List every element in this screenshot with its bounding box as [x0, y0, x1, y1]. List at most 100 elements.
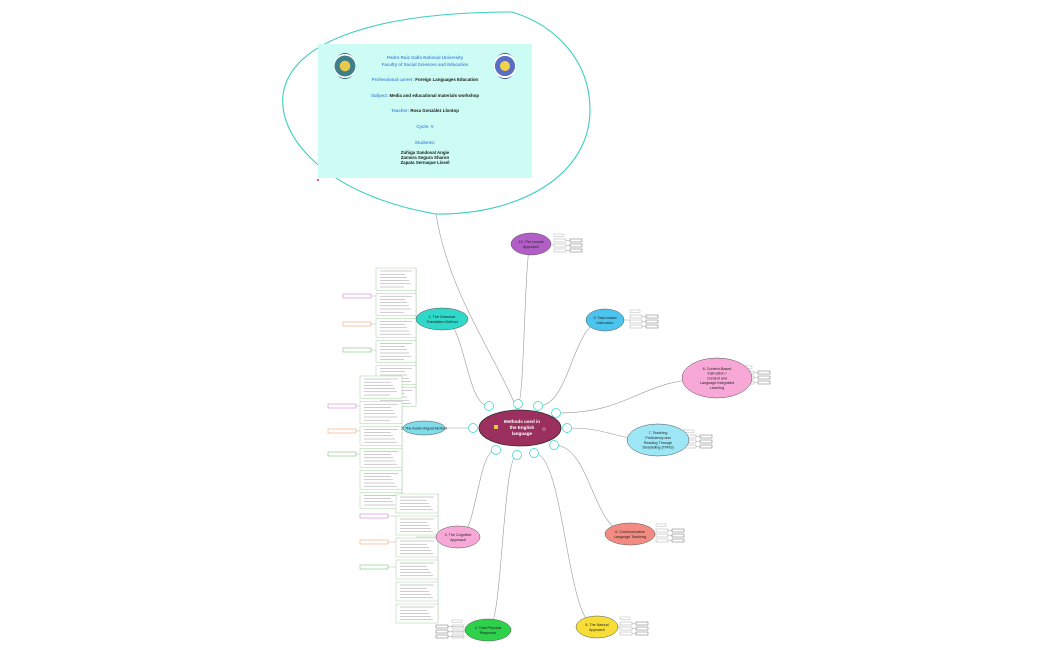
cycle-label: Cycle: — [416, 124, 430, 129]
branch-node-label: 2. The Audio-lingual Method — [401, 426, 447, 430]
mini-details-b4-subitem — [435, 629, 449, 634]
detail-box-2-5[interactable] — [359, 470, 403, 490]
branch-node-label: Approach — [450, 538, 466, 542]
university-logo-left — [334, 53, 356, 79]
mini-details-b10-item — [553, 238, 567, 243]
mini-details-b6-subitem — [671, 533, 685, 538]
mini-details-b9-item — [629, 314, 643, 319]
central-topic-label: the English — [510, 425, 535, 430]
mini-details-b5-subitem — [635, 621, 649, 626]
connector-handle-b4[interactable] — [512, 450, 522, 460]
mini-details-b5-subitem — [635, 626, 649, 631]
branch-node-shape — [415, 307, 469, 331]
detail-box-1-2-frame — [375, 293, 417, 316]
branch-node-shape — [681, 357, 753, 399]
mini-details-b6-item — [655, 533, 669, 538]
mini-details-b5-item — [619, 626, 633, 631]
category-tag-1-3[interactable] — [342, 347, 372, 353]
branch-node-shape — [585, 308, 625, 332]
connector-handle-b6[interactable] — [549, 440, 559, 450]
connector-handle-b2[interactable] — [468, 423, 478, 433]
branch-node-label: 1. The Grammar — [429, 315, 457, 319]
detail-box-3-3[interactable] — [395, 537, 439, 558]
mini-details-b4-subitem — [435, 634, 449, 639]
connector-handle-b8[interactable] — [551, 408, 561, 418]
mini-details-b6-item — [655, 528, 669, 533]
connector-handle-b10[interactable] — [513, 399, 523, 409]
branch-node-2[interactable]: 2. The Audio-lingual Method — [401, 420, 447, 436]
detail-box-2-6-frame — [359, 492, 403, 509]
central-topic-shape — [478, 409, 562, 447]
category-tag-2-2[interactable] — [327, 428, 357, 434]
branch-node-label: Language Integrated — [700, 381, 734, 385]
mini-details-b9-subitem — [645, 319, 659, 324]
subject-line: Subject: Media and educational materials… — [318, 93, 532, 98]
mini-details-b4[interactable] — [435, 619, 465, 639]
category-tag-3-1[interactable] — [359, 513, 389, 519]
detail-box-1-2[interactable] — [375, 293, 417, 316]
category-tag-2-1[interactable] — [327, 403, 357, 409]
connector-handle-b7[interactable] — [562, 423, 572, 433]
title-card[interactable]: Pedro Ruiz Gallo National University Fac… — [318, 44, 532, 178]
category-tag-1-2[interactable] — [342, 321, 372, 327]
detail-box-2-6[interactable] — [359, 492, 403, 509]
detail-box-2-3[interactable] — [359, 426, 403, 446]
connector-b4 — [487, 454, 518, 631]
mini-details-b6-subitem — [671, 538, 685, 543]
branch-node-label: Reading Through — [644, 441, 672, 445]
mini-details-b10[interactable] — [553, 233, 583, 253]
teacher-line: Teacher: Rosa González Llontop — [318, 108, 532, 113]
category-tag-2-3[interactable] — [327, 451, 357, 457]
branch-node-label: 7. Teaching — [649, 431, 668, 435]
detail-box-1-1-frame — [375, 267, 417, 291]
category-tag-3-3[interactable] — [359, 564, 389, 570]
mini-details-b5[interactable] — [619, 616, 649, 636]
mini-details-b9-item — [629, 324, 643, 329]
mini-details-b6[interactable] — [655, 523, 685, 543]
connector-handle-b1[interactable] — [484, 401, 494, 411]
career-value: Foreign Languages Education — [415, 77, 479, 82]
mini-details-b6-subitem — [671, 528, 685, 533]
connector-handle-b9[interactable] — [533, 401, 543, 411]
detail-box-3-6[interactable] — [395, 603, 439, 624]
teacher-value: Rosa González Llontop — [410, 108, 459, 113]
detail-box-1-4[interactable] — [375, 340, 417, 363]
connector-handle-b3[interactable] — [491, 445, 501, 455]
mini-details-b10-item — [553, 248, 567, 253]
category-tag-3-2[interactable] — [359, 539, 389, 545]
connector-handle-b5[interactable] — [529, 448, 539, 458]
mini-details-b6-header — [655, 523, 667, 527]
connector-b1 — [441, 318, 490, 407]
detail-box-1-3[interactable] — [375, 318, 417, 338]
detail-box-2-2[interactable] — [359, 401, 403, 424]
detail-box-1-1[interactable] — [375, 267, 417, 291]
branch-node-label: 8. Content-Based — [703, 367, 732, 371]
university-logo-right — [494, 53, 516, 79]
mini-details-b4-subitem — [435, 624, 449, 629]
detail-box-3-4[interactable] — [395, 559, 439, 580]
mini-details-b6-item — [655, 538, 669, 543]
mini-details-b10-subitem — [569, 243, 583, 248]
branch-node-label: 10. The Lexical — [519, 240, 544, 244]
detail-box-2-4[interactable] — [359, 448, 403, 468]
detail-box-3-5[interactable] — [395, 581, 439, 602]
mini-details-b9[interactable] — [629, 309, 659, 329]
mini-details-b8-subitem — [757, 370, 771, 375]
detail-box-3-1[interactable] — [395, 493, 439, 514]
detail-box-3-2[interactable] — [395, 515, 439, 536]
career-label: Professional career: — [371, 77, 415, 82]
category-tag-1-1[interactable] — [342, 293, 372, 299]
detail-box-2-1[interactable] — [359, 375, 403, 399]
branch-node-label: 9. Task-based — [594, 316, 617, 320]
